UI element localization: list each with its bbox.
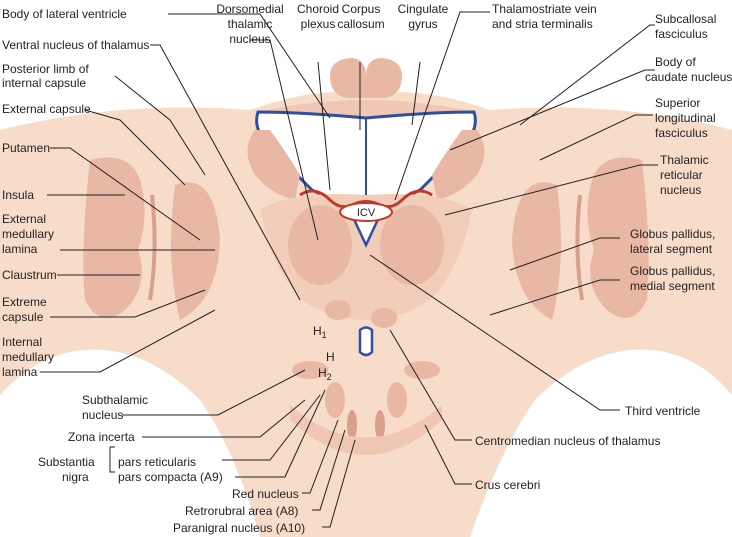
paranigral-left — [347, 410, 357, 440]
label-thalamic-ret-1: Thalamic — [660, 153, 709, 167]
label-paranigral: Paranigral nucleus (A10) — [173, 521, 306, 535]
label-claustrum: Claustrum — [2, 268, 57, 282]
label-subthalamic-2: nucleus — [82, 408, 124, 422]
subthalamic-left — [292, 361, 328, 379]
label-extreme-capsule-1: Extreme — [2, 295, 47, 309]
putamen-left — [171, 182, 220, 320]
label-putamen: Putamen — [2, 141, 51, 155]
label-corpus-2: callosum — [337, 17, 385, 31]
label-int-medullary-2: medullary — [2, 350, 55, 364]
label-dorsomedial-3: nucleus — [229, 32, 271, 46]
label-int-medullary-3: lamina — [2, 365, 38, 379]
label-gp-medial-2: medial segment — [630, 279, 715, 293]
label-superior-long-1: Superior — [655, 96, 701, 110]
label-pars-reticularis: pars reticularis — [118, 455, 197, 469]
label-third-ventricle: Third ventricle — [625, 404, 701, 418]
label-caudate-1: Body of — [655, 55, 696, 69]
label-gp-lateral-1: Globus pallidus, — [630, 227, 716, 241]
label-ext-medullary-2: medullary — [2, 227, 55, 241]
label-thalamic-ret-3: nucleus — [660, 183, 702, 197]
leader-lines — [40, 11, 658, 528]
red-nucleus-right — [387, 382, 407, 418]
label-thalamic-ret-2: reticular — [660, 168, 703, 182]
cingulate-gyrus-shape — [330, 58, 402, 98]
label-body-lateral-ventricle: Body of lateral ventricle — [2, 7, 127, 21]
label-choroid-1: Choroid — [296, 2, 340, 16]
label-substantia-1: Substantia — [38, 455, 95, 469]
label-extreme-capsule-2: capsule — [2, 310, 44, 324]
label-gp-medial-1: Globus pallidus, — [630, 264, 716, 278]
label-dorsomedial-1: Dorsomedial — [216, 2, 284, 16]
label-int-medullary-1: Internal — [2, 335, 43, 349]
choroid-plexus-vein — [299, 189, 433, 209]
centromedian-left — [325, 300, 351, 320]
centromedian-right — [371, 308, 397, 328]
label-choroid-2: plexus — [300, 17, 336, 31]
claustrum-right — [575, 194, 584, 301]
label-posterior-limb-1: Posterior limb of — [2, 62, 89, 76]
label-ext-medullary-1: External — [2, 212, 47, 226]
icv-vessel — [339, 202, 393, 222]
label-subcallosal-2: fasciculus — [655, 27, 708, 41]
h-label: H — [326, 350, 335, 364]
caudate-right — [432, 130, 485, 200]
label-pars-compacta: pars compacta (A9) — [118, 470, 223, 484]
label-cingulate-1: Cingulate — [397, 2, 449, 16]
label-thalamostriate-2: and stria terminalis — [492, 17, 593, 31]
label-red-nucleus: Red nucleus — [232, 487, 299, 501]
icv-label: ICV — [357, 207, 376, 219]
subthalamic-right — [404, 361, 440, 379]
label-substantia-2: nigra — [62, 470, 89, 484]
label-crus-cerebri: Crus cerebri — [475, 478, 541, 492]
label-superior-long-2: longitudinal — [655, 111, 716, 125]
label-retrorubral: Retrorubral area (A8) — [185, 504, 299, 518]
label-subthalamic-1: Subthalamic — [82, 393, 149, 407]
label-insula: Insula — [2, 188, 35, 202]
insula-cortex-left — [83, 157, 145, 318]
label-ventral-nucleus-thalamus: Ventral nucleus of thalamus — [2, 38, 150, 52]
putamen-right — [512, 182, 561, 320]
label-centromedian: Centromedian nucleus of thalamus — [475, 434, 661, 448]
label-corpus-1: Corpus — [341, 2, 381, 16]
paranigral-right — [375, 410, 385, 440]
label-superior-long-3: fasciculus — [655, 126, 708, 140]
red-nucleus-left — [325, 382, 345, 418]
label-external-capsule: External capsule — [2, 102, 91, 116]
thalamus-left-nucleus — [288, 205, 352, 285]
label-ext-medullary-3: lamina — [2, 242, 38, 256]
label-dorsomedial-2: thalamic — [227, 17, 273, 31]
label-cingulate-2: gyrus — [408, 17, 438, 31]
third-ventricle-lower — [358, 326, 374, 357]
label-posterior-limb-2: internal capsule — [2, 76, 87, 90]
caudate-left — [247, 130, 300, 200]
label-thalamostriate-1: Thalamostriate vein — [492, 2, 597, 16]
crus-cerebri — [290, 405, 442, 455]
thalamus-right-nucleus — [380, 205, 444, 285]
label-zona-incerta: Zona incerta — [68, 430, 135, 444]
label-subcallosal-1: Subcallosal — [655, 12, 717, 26]
label-gp-lateral-2: lateral segment — [630, 242, 713, 256]
label-caudate-2: caudate nucleus — [645, 70, 732, 84]
